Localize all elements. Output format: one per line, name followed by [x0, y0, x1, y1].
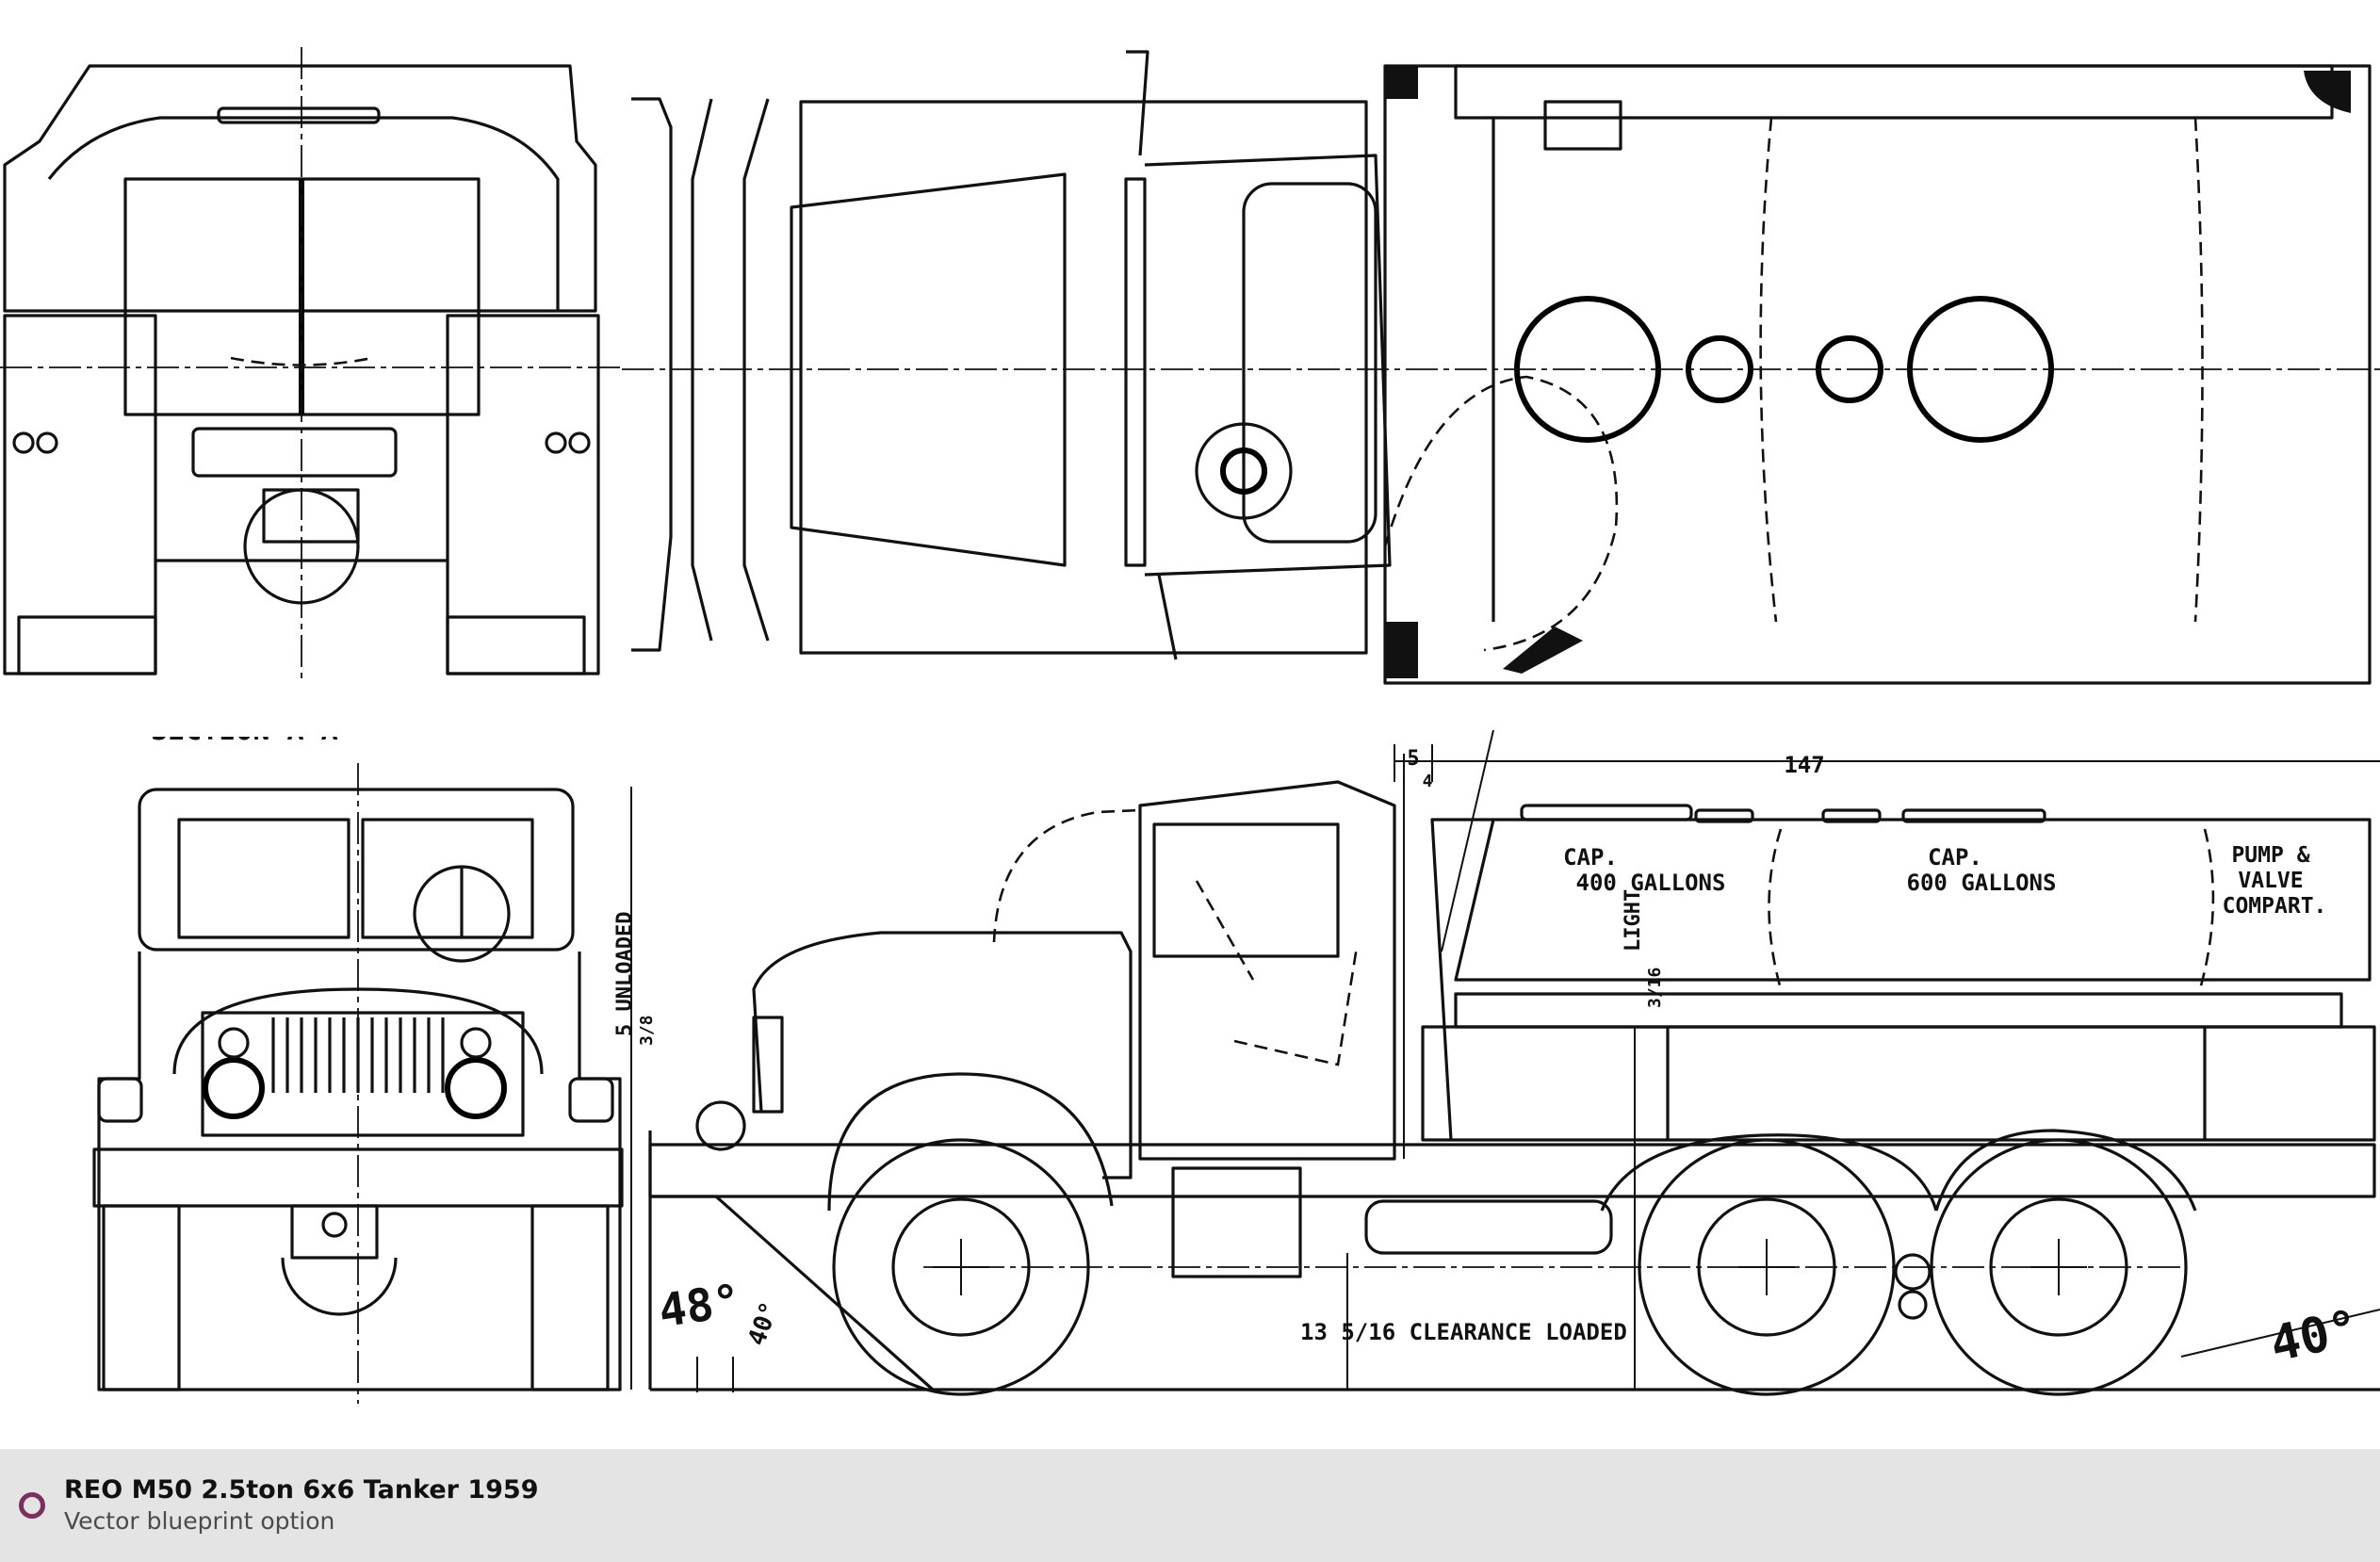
light-height-fraction: 3/16 — [1645, 968, 1665, 1008]
small-dimension: 5 — [1407, 747, 1419, 771]
small-angle: 40° — [742, 1298, 784, 1349]
departure-angle: 40° — [2265, 1300, 2363, 1374]
radio-icon[interactable] — [19, 1492, 45, 1519]
caption-title: REO M50 2.5ton 6x6 Tanker 1959 — [64, 1475, 539, 1505]
tank-front-capacity-label: 400 GALLONS — [1576, 870, 1726, 896]
rear-view — [0, 47, 622, 683]
unloaded-height-label: 5 UNLOADED — [613, 912, 637, 1036]
truck-blueprint-drawing: SECTION A-A 5 UNLOADED — [0, 47, 2380, 1404]
tank-rear-capacity-label-line1: CAP. — [1928, 844, 1982, 870]
pump-compartment-label-l3: COMPART. — [2223, 894, 2327, 919]
pump-compartment-label-l1: PUMP & — [2231, 843, 2309, 868]
tank-rear-capacity-label: 600 GALLONS — [1907, 870, 2057, 896]
front-view: SECTION A-A 5 UNLOADED — [92, 714, 657, 1404]
clearance-label: 13 5/16 CLEARANCE LOADED — [1300, 1319, 1627, 1345]
small-dimension-sub: 4 — [1423, 772, 1433, 791]
approach-angle: 48° — [656, 1275, 744, 1339]
pump-compartment-label-l2: VALVE — [2238, 869, 2303, 893]
top-view — [622, 50, 2380, 685]
caption-bar: REO M50 2.5ton 6x6 Tanker 1959 Vector bl… — [0, 1449, 2380, 1562]
tank-front-capacity-label-line1: CAP. — [1563, 844, 1618, 870]
caption-subtitle: Vector blueprint option — [64, 1507, 335, 1535]
length-dimension: 147 — [1784, 752, 1824, 778]
light-height-label: LIGHT — [1622, 889, 1645, 952]
unloaded-height-fraction: 3/8 — [637, 1015, 657, 1046]
side-view: CAP. 400 GALLONS CAP. 600 GALLONS PUMP &… — [648, 729, 2380, 1396]
